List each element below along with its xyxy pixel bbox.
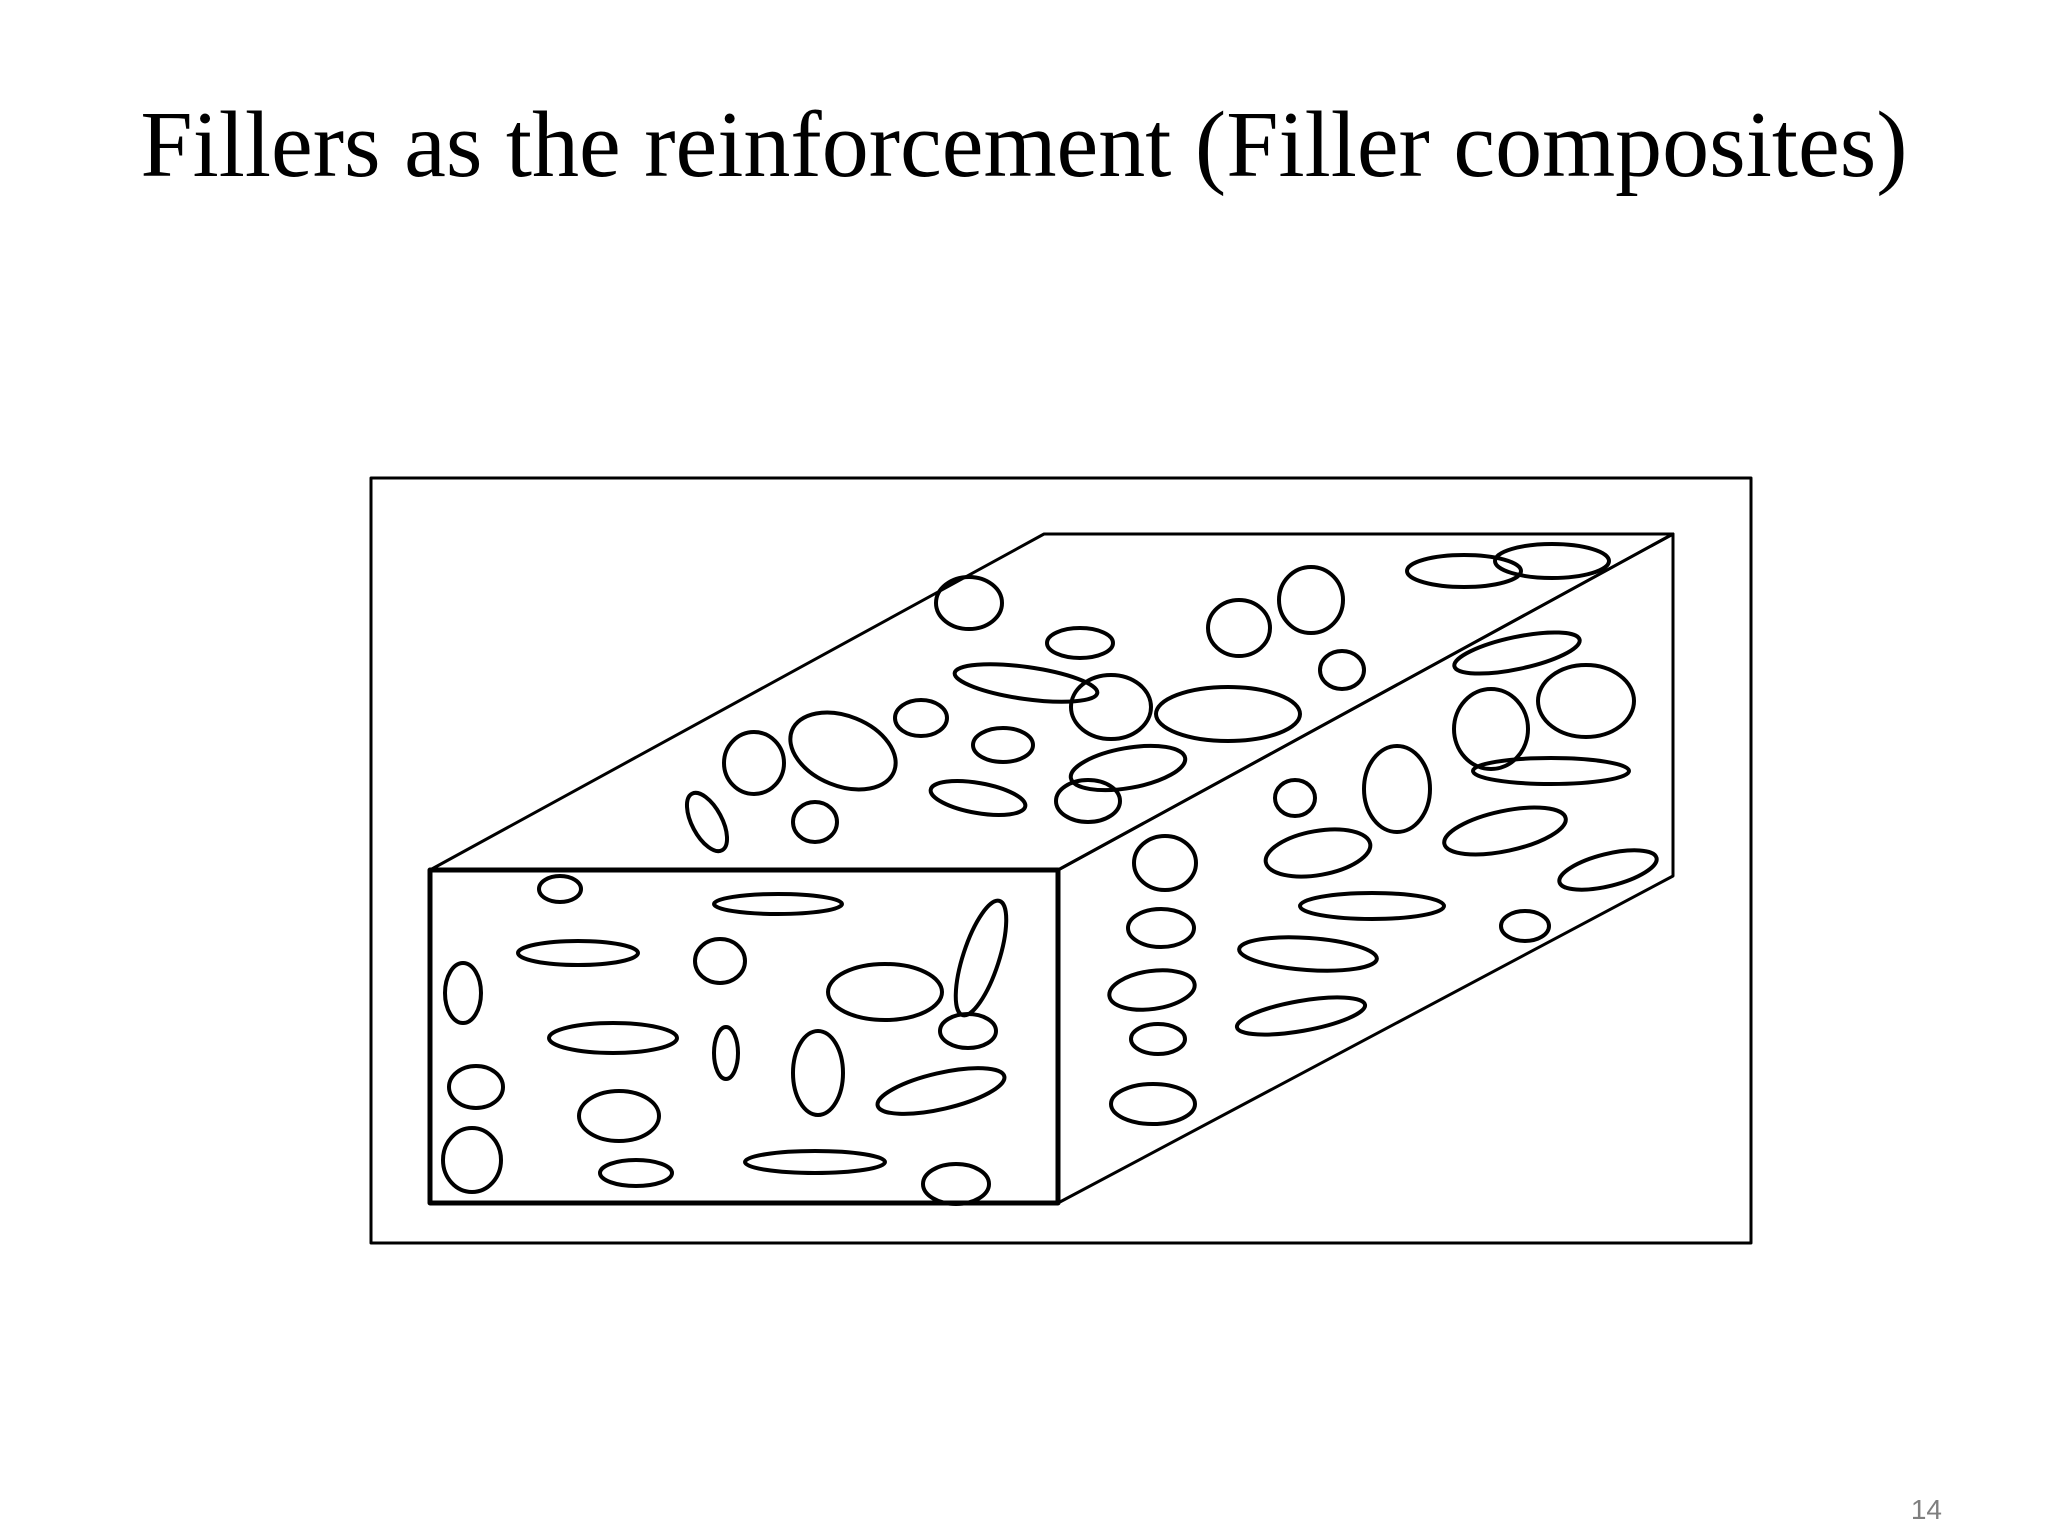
filler-particle	[938, 1012, 998, 1050]
block-outline	[427, 532, 1675, 1206]
filler-particle	[547, 1021, 679, 1055]
block-side-face	[1056, 532, 1675, 1205]
filler-particle	[1154, 685, 1302, 743]
filler-particle	[537, 874, 583, 904]
filler-particle	[971, 726, 1035, 764]
filler-particle	[1237, 935, 1379, 973]
filler-particle	[1273, 778, 1317, 818]
filler-particle	[788, 710, 898, 792]
figure-frame	[369, 476, 1753, 1245]
filler-particle	[1129, 1022, 1187, 1056]
filler-particle	[598, 1158, 674, 1188]
filler-particle	[1499, 909, 1551, 943]
filler-particle	[1536, 663, 1636, 739]
filler-particle	[1471, 756, 1631, 786]
filler-particle	[1442, 805, 1568, 857]
filler-particle	[1298, 891, 1446, 921]
filler-particle	[743, 1149, 887, 1175]
top-face-particles	[684, 542, 1636, 854]
filler-particle	[1206, 598, 1272, 658]
filler-composite-figure	[368, 470, 1758, 1245]
filler-particle	[1362, 744, 1432, 834]
filler-particle	[952, 662, 1100, 704]
filler-particle	[1263, 827, 1373, 879]
filler-particle	[826, 962, 944, 1022]
filler-particle	[1068, 743, 1188, 793]
filler-particle	[1493, 542, 1611, 580]
filler-particle	[1452, 687, 1530, 771]
filler-particle	[791, 1029, 845, 1117]
filler-particle	[1132, 834, 1198, 892]
filler-particle	[875, 1066, 1007, 1116]
filler-particle	[443, 961, 483, 1025]
side-face-particles	[1107, 687, 1659, 1126]
filler-particle	[921, 1162, 991, 1206]
filler-particle	[1107, 968, 1197, 1012]
filler-particle	[1054, 778, 1122, 824]
front-face-particles	[441, 874, 1009, 1206]
filler-particle	[441, 1126, 503, 1194]
filler-particle	[893, 698, 949, 738]
filler-particle	[1234, 995, 1368, 1037]
filler-particle	[928, 779, 1028, 817]
filler-particle	[791, 800, 839, 844]
filler-particle	[1405, 553, 1523, 589]
filler-particle	[684, 790, 730, 854]
filler-particle	[722, 730, 786, 796]
filler-particle	[953, 898, 1009, 1018]
filler-particle	[1452, 630, 1582, 676]
filler-particle	[1045, 626, 1115, 660]
block-front-face	[427, 867, 1061, 1206]
slide-title: Fillers as the reinforcement (Filler com…	[140, 93, 1908, 197]
filler-particle	[1069, 673, 1153, 741]
filler-particle	[1557, 848, 1659, 892]
filler-particle	[1277, 565, 1345, 635]
filler-particle	[712, 892, 844, 916]
filler-particle	[447, 1064, 505, 1110]
filler-particle	[1318, 649, 1366, 691]
filler-particle	[516, 939, 640, 967]
filler-particle	[1109, 1082, 1197, 1126]
filler-particle	[693, 937, 747, 985]
filler-particle	[712, 1025, 740, 1081]
filler-particle	[577, 1089, 661, 1143]
filler-particle	[1126, 907, 1196, 949]
slide-number: 14	[1910, 1494, 1942, 1525]
filler-composite-block-diagram	[369, 476, 1753, 1245]
filler-particle	[934, 575, 1004, 631]
